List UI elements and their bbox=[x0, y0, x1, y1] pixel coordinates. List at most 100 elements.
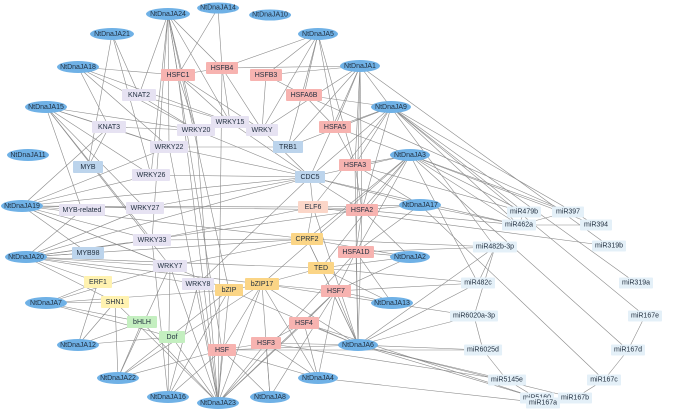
node-ntdnaja1[interactable]: NtDnaJA1 bbox=[340, 60, 380, 72]
node-hsfa3[interactable]: HSFA3 bbox=[339, 159, 371, 171]
node-mir5145e[interactable]: miR5145e bbox=[488, 374, 526, 386]
node-bhlh[interactable]: bHLH bbox=[127, 316, 157, 328]
edge-NtDnaJA20-CDC5 bbox=[25, 176, 311, 258]
node-ntdnaja22[interactable]: NtDnaJA22 bbox=[97, 372, 139, 384]
node-mir319b[interactable]: miR319b bbox=[591, 240, 627, 252]
edge-NtDnaJA22-bHLH bbox=[117, 321, 143, 379]
node-bzip17[interactable]: bZIP17 bbox=[245, 278, 279, 290]
node-mir6020a-3p[interactable]: miR6020a-3p bbox=[449, 310, 499, 322]
edge-NtDnaJA9-CDC5 bbox=[309, 106, 392, 178]
node-mir394[interactable]: miR394 bbox=[580, 219, 612, 231]
node-ntdnaja18[interactable]: NtDnaJA18 bbox=[57, 61, 99, 73]
node-bzip[interactable]: bZIP bbox=[215, 284, 243, 296]
node-ntdnaja3[interactable]: NtDnaJA3 bbox=[390, 149, 430, 161]
node-ntdnaja2[interactable]: NtDnaJA2 bbox=[390, 251, 430, 263]
node-hsfa5[interactable]: HSFA5 bbox=[319, 121, 351, 133]
node-wrky8[interactable]: WRKY8 bbox=[182, 278, 214, 290]
node-ntdnaja21[interactable]: NtDnaJA21 bbox=[90, 28, 134, 40]
node-mir167c[interactable]: miR167c bbox=[587, 374, 621, 386]
node-hsfa6b[interactable]: HSFA6B bbox=[286, 89, 322, 101]
node-hsf[interactable]: HSF bbox=[208, 344, 236, 356]
node-ntdnaja6[interactable]: NtDnaJA6 bbox=[338, 339, 378, 351]
node-dof[interactable]: Dof bbox=[159, 331, 185, 343]
node-wrky20[interactable]: WRKY20 bbox=[177, 124, 215, 136]
node-wrky33[interactable]: WRKY33 bbox=[133, 234, 171, 246]
node-myb[interactable]: MYB bbox=[73, 161, 103, 173]
node-hsfa1d[interactable]: HSFA1D bbox=[338, 246, 374, 258]
node-hsfb4[interactable]: HSFB4 bbox=[206, 62, 238, 74]
node-hsfb3[interactable]: HSFB3 bbox=[250, 69, 282, 81]
node-mir167b[interactable]: miR167b bbox=[557, 392, 593, 404]
edge-NtDnaJA22-HSF bbox=[117, 349, 223, 379]
node-trb1[interactable]: TRB1 bbox=[273, 141, 303, 153]
node-shn1[interactable]: SHN1 bbox=[101, 296, 129, 308]
node-mir462a[interactable]: miR462a bbox=[501, 219, 537, 231]
node-cdc5[interactable]: CDC5 bbox=[295, 171, 325, 183]
edge-NtDnaJA5-HSFB4 bbox=[221, 33, 319, 69]
edge-NtDnaJA15-WRKY27 bbox=[45, 106, 146, 209]
node-wrky7[interactable]: WRKY7 bbox=[153, 260, 187, 272]
node-mir482c[interactable]: miR482c bbox=[461, 277, 495, 289]
edge-NtDnaJA3-miR482c bbox=[409, 154, 479, 284]
node-ntdnaja10[interactable]: NtDnaJA10 bbox=[249, 9, 291, 21]
node-ntdnaja16[interactable]: NtDnaJA16 bbox=[147, 391, 189, 403]
node-ntdnaja8[interactable]: NtDnaJA8 bbox=[250, 391, 290, 403]
node-myb98[interactable]: MYB98 bbox=[72, 247, 104, 259]
node-myb-related[interactable]: MYB-related bbox=[59, 204, 105, 216]
node-wrky15[interactable]: WRKY15 bbox=[211, 116, 249, 128]
node-wrky[interactable]: WRKY bbox=[246, 124, 278, 136]
node-ntdnaja12[interactable]: NtDnaJA12 bbox=[57, 339, 99, 351]
edge-NtDnaJA6-miR5160 bbox=[357, 344, 538, 399]
edge-NtDnaJA2-HSFA2 bbox=[361, 209, 411, 258]
edge-NtDnaJA15-WRKY26 bbox=[45, 106, 152, 176]
node-ntdnaja13[interactable]: NtDnaJA13 bbox=[371, 297, 413, 309]
node-erf1[interactable]: ERF1 bbox=[84, 276, 112, 288]
node-ntdnaja11[interactable]: NtDnaJA11 bbox=[7, 149, 49, 161]
node-elf6[interactable]: ELF6 bbox=[298, 201, 328, 213]
node-knat2[interactable]: KNAT2 bbox=[122, 89, 156, 101]
node-mir167e[interactable]: miR167e bbox=[627, 310, 663, 322]
node-cprf2[interactable]: CPRF2 bbox=[291, 233, 323, 245]
node-ntdnaja19[interactable]: NtDnaJA19 bbox=[1, 200, 43, 212]
edge-NtDnaJA24-WRKY15 bbox=[167, 13, 231, 123]
node-ntdnaja14[interactable]: NtDnaJA14 bbox=[197, 2, 239, 14]
edge-NtDnaJA5-HSFA5 bbox=[317, 33, 336, 128]
node-wrky26[interactable]: WRKY26 bbox=[132, 169, 170, 181]
node-ted[interactable]: TED bbox=[308, 262, 334, 274]
node-mir6025d[interactable]: miR6025d bbox=[464, 344, 502, 356]
node-ntdnaja24[interactable]: NtDnaJA24 bbox=[146, 8, 190, 20]
node-ntdnaja20[interactable]: NtDnaJA20 bbox=[5, 251, 47, 263]
node-hsf4[interactable]: HSF4 bbox=[289, 317, 319, 329]
edge-HSF3-miR5145e bbox=[265, 342, 508, 381]
node-mir479b[interactable]: miR479b bbox=[506, 206, 542, 218]
node-ntdnaja9[interactable]: NtDnaJA9 bbox=[371, 101, 411, 113]
edge-NtDnaJA5-HSFB3 bbox=[265, 33, 319, 76]
node-ntdnaja15[interactable]: NtDnaJA15 bbox=[25, 101, 67, 113]
node-wrky27[interactable]: WRKY27 bbox=[126, 202, 164, 214]
node-ntdnaja4[interactable]: NtDnaJA4 bbox=[298, 372, 338, 384]
node-hsfc1[interactable]: HSFC1 bbox=[161, 69, 195, 81]
edge-NtDnaJA17-HSFA1D bbox=[355, 204, 421, 253]
edge-NtDnaJA4-HSF7 bbox=[317, 290, 337, 379]
edge-HSF-bZIP17 bbox=[221, 283, 263, 351]
node-ntdnaja23[interactable]: NtDnaJA23 bbox=[197, 397, 239, 409]
node-hsf3[interactable]: HSF3 bbox=[251, 337, 281, 349]
node-ntdnaja17[interactable]: NtDnaJA17 bbox=[399, 199, 441, 211]
node-knat3[interactable]: KNAT3 bbox=[92, 121, 126, 133]
node-mir167d[interactable]: miR167d bbox=[610, 344, 646, 356]
edge-NtDnaJA6-HSFA2 bbox=[357, 209, 363, 346]
node-ntdnaja5[interactable]: NtDnaJA5 bbox=[298, 28, 338, 40]
node-hsf7[interactable]: HSF7 bbox=[321, 285, 351, 297]
node-mir319a[interactable]: miR319a bbox=[618, 277, 654, 289]
node-mir167a[interactable]: miR167a bbox=[525, 397, 561, 409]
edge-NtDnaJA20-SHN1 bbox=[25, 256, 116, 303]
node-ntdnaja7[interactable]: NtDnaJA7 bbox=[25, 297, 67, 309]
edge-NtDnaJA21-KNAT2 bbox=[111, 33, 140, 96]
node-mir482b-3p[interactable]: miR482b-3p bbox=[472, 241, 518, 253]
node-hsfa2[interactable]: HSFA2 bbox=[346, 204, 378, 216]
node-wrky22[interactable]: WRKY22 bbox=[150, 141, 188, 153]
node-mir397[interactable]: miR397 bbox=[552, 206, 584, 218]
edge-NtDnaJA24-bZIP bbox=[167, 13, 230, 291]
edge-NtDnaJA21-WRKY26 bbox=[111, 33, 152, 176]
edge-NtDnaJA1-HSFA2 bbox=[359, 65, 363, 211]
